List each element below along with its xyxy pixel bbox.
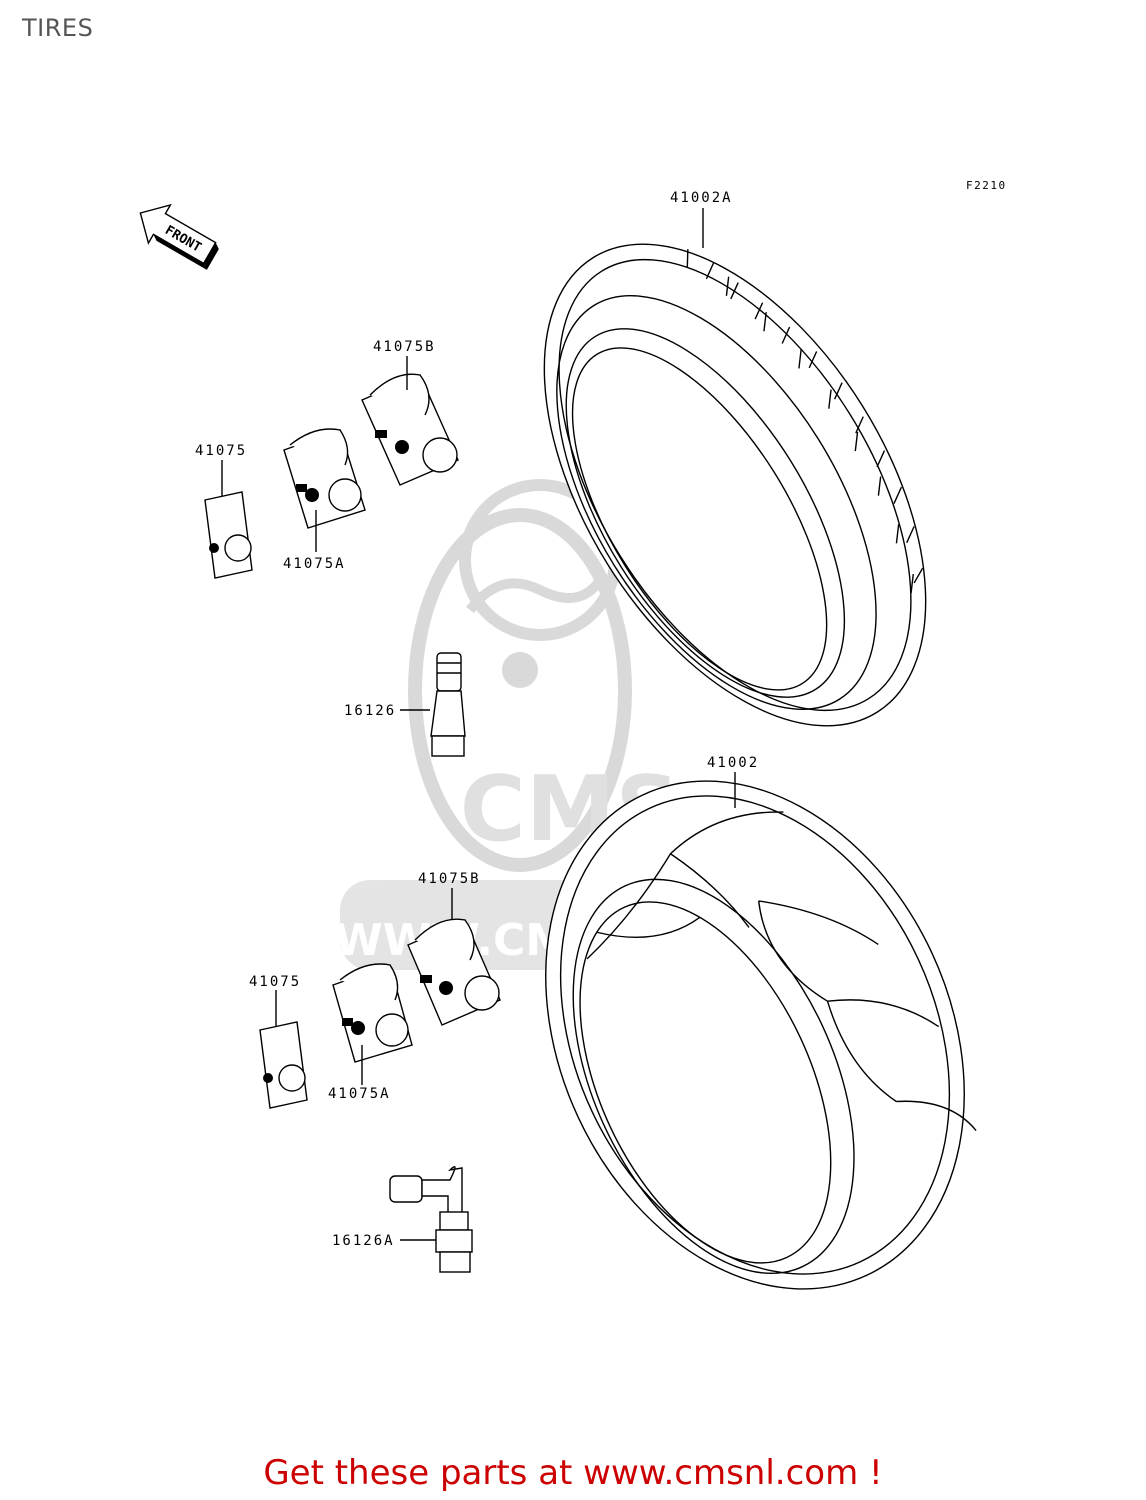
label-front-valve: 16126: [344, 703, 396, 719]
label-rear-weight: 41075: [249, 974, 301, 990]
label-rear-tire: 41002: [707, 755, 759, 771]
front-direction-arrow: FRONT: [139, 203, 219, 270]
rear-tire: [545, 780, 977, 1290]
label-front-weight-b: 41075B: [373, 339, 436, 355]
label-front-weight: 41075: [195, 443, 247, 459]
rear-valve-stem: [389, 1166, 473, 1273]
rear-balance-weight-a: [332, 963, 413, 1063]
label-rear-weight-b: 41075B: [418, 871, 481, 887]
figure-code: F2210: [966, 179, 1007, 192]
rear-balance-weight: [259, 1021, 308, 1109]
label-front-weight-a: 41075A: [283, 556, 346, 572]
label-front-tire: 41002A: [670, 190, 733, 206]
front-balance-weight-a: [283, 428, 366, 529]
front-valve-stem: [430, 652, 466, 757]
front-tire: [543, 243, 927, 727]
page-title: TIRES: [22, 14, 94, 42]
front-balance-weight: [204, 491, 253, 579]
cmsnl-parts-link[interactable]: Get these parts at www.cmsnl.com !: [263, 1453, 883, 1493]
rear-balance-weight-b: [407, 918, 501, 1026]
front-balance-weight-b: [361, 373, 459, 486]
label-rear-weight-a: 41075A: [328, 1086, 391, 1102]
parts-diagram: CMS WWW.CMSNL.COM F2210 FRONT 41002A 410…: [139, 179, 1007, 1290]
label-rear-valve: 16126A: [332, 1233, 395, 1249]
